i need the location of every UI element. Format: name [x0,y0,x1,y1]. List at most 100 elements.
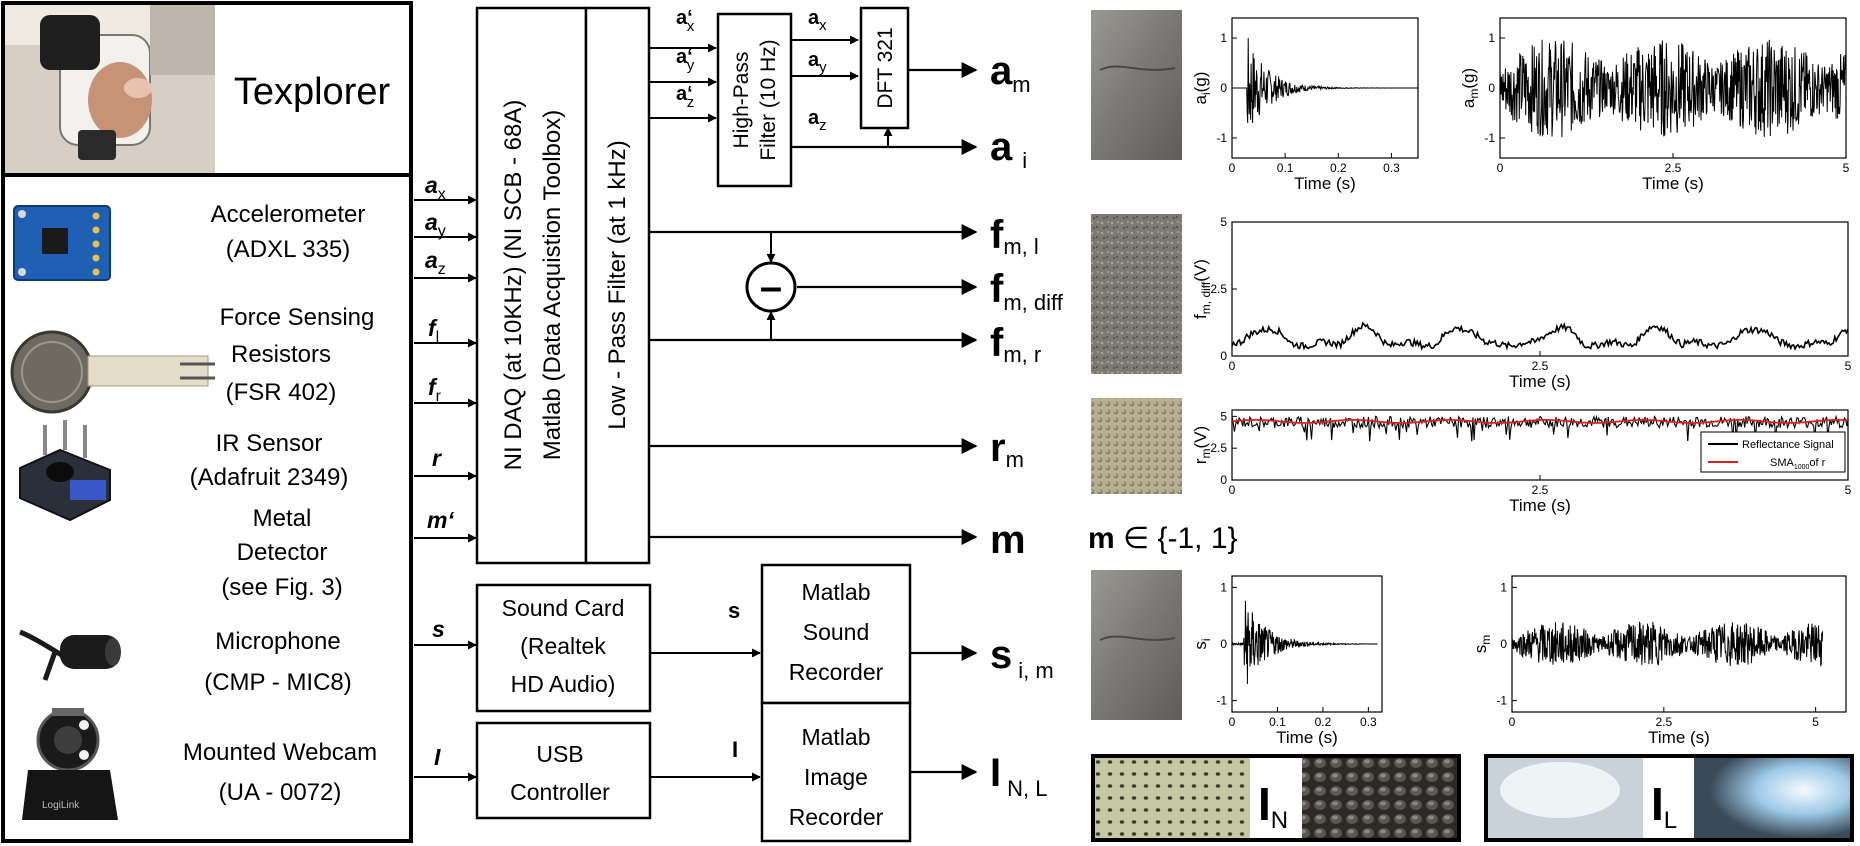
chart-am-ytick-label-0: 1 [1488,31,1495,45]
chart-am-xtick-label-1: 2.5 [1665,161,1682,175]
chart-am-trace [1499,39,1847,138]
chart-ai-trace [1232,37,1418,124]
sensor-label-0: Accelerometer (ADXL 335) [211,201,366,263]
chart-fm-xtick-label-0: 0 [1229,359,1236,373]
legend-reflectance: Reflectance Signal [1742,439,1834,451]
image-recorder-line-0: Matlab [801,724,870,750]
chart-am-ytick-label-1: 0 [1488,81,1495,95]
lowpass-block: Low - Pass Filter (at 1 kHz) [584,6,651,565]
texture-photo-gravel [1091,214,1182,374]
chart-sm-ytick-label-0: 1 [1500,580,1507,594]
chart-fm-xlabel: Time (s) [1509,372,1571,391]
output-m: m [990,518,1026,562]
sensor-0-line-1: (ADXL 335) [226,236,351,263]
soundcard-line-1: (Realtek [520,633,606,659]
output-rm: rm [990,426,1024,472]
microphone [19,629,121,681]
output-fmdiff: fm, diff [990,267,1064,315]
lowpass-label: Low - Pass Filter (at 1 kHz) [604,140,631,429]
signal-ax: ax [425,172,446,203]
chart-si-trace [1231,600,1378,685]
chart-rm-sma-trace [1231,419,1849,424]
sensor-3-line-1: Detector [237,539,328,566]
chart-fm-frame [1231,221,1849,357]
highpass-line-0: High-Pass [730,52,753,149]
chart-ai-ylabel: ai(g) [1191,72,1213,105]
chart-am-xtick-label-2: 5 [1843,161,1850,175]
sensor-0-line-0: Accelerometer [211,201,366,228]
sensor-5-line-0: Mounted Webcam [183,739,377,766]
daq-line-0: NI DAQ (at 10KHz) (NI SCB - 68A) [500,100,527,471]
chart-si-xtick-label-1: 0.1 [1269,715,1286,729]
device-title: Texplorer [234,71,391,113]
sensor-4-line-0: Microphone [215,628,340,655]
texture-photo-smooth-stone [1091,10,1182,160]
image-recorder-line-2: Recorder [789,804,884,830]
hp-in-y: a‘y [676,46,695,74]
chart-am-ytick-label-2: -1 [1484,131,1495,145]
sensor-2-line-0: IR Sensor [216,430,323,457]
sensor-panel: Texplorer [1,1,413,843]
hp-out-z: az [808,107,827,134]
chart-si-xtick-label-3: 0.3 [1360,715,1377,729]
chart-si-ytick-label-1: 0 [1220,637,1227,651]
accelerometer-board [13,205,111,281]
image-leather [1302,758,1457,838]
image-recorder-block: Matlab Image Recorder [760,701,912,843]
chart-rm-reflectance-trace [1231,414,1849,442]
chart-si-ytick-label-2: -1 [1216,694,1227,708]
chart-sm-ytick-label-2: -1 [1496,694,1507,708]
webcam-logo: LogiLink [42,800,80,811]
signal-ay: ay [425,209,446,240]
chart-sm-ytick-label-1: 0 [1500,637,1507,651]
chart-fm-ytick-label-0: 5 [1220,215,1227,229]
daq-block: NI DAQ (at 10KHz) (NI SCB - 68A) Matlab … [475,6,588,565]
hp-input-labels: a‘x a‘y a‘z [676,7,695,111]
hp-in-z: a‘z [676,83,694,111]
sensor-label-2: IR Sensor (Adafruit 2349) [190,430,349,491]
soundcard-line-0: Sound Card [502,595,625,621]
chart-si-xlabel: Time (s) [1276,728,1338,747]
chart-rm-xlabel: Time (s) [1509,496,1571,515]
chart-am-xlabel: Time (s) [1642,174,1704,193]
sensor-1-line-0: Force Sensing [220,304,375,331]
chart-fm-ylabel: fm, diff(V) [1191,259,1213,319]
chart-sm-xlabel: Time (s) [1648,728,1710,747]
chart-rm-xtick-label-1: 2.5 [1532,483,1549,497]
chart-sm-trace [1511,621,1824,667]
chart-ai-ytick-label-1: 0 [1220,81,1227,95]
chart-rm-ytick-label-0: 5 [1220,409,1227,423]
chart-sm-xtick-label-1: 2.5 [1655,715,1672,729]
sensor-3-line-0: Metal [253,505,312,532]
sensor-5-line-1: (UA - 0072) [219,779,342,806]
texplorer-device-photo [5,5,215,173]
chart-si-xtick-label-0: 0 [1229,715,1236,729]
chart-ai-xtick-label-3: 0.3 [1383,161,1400,175]
sound-recorder-line-1: Sound [803,619,870,645]
force-sensor [10,330,215,414]
hp-out-y: ay [808,49,827,76]
subtract-node: – [745,261,797,313]
chart-ai-ytick-label-0: 1 [1220,31,1227,45]
rm-chart-legend: Reflectance Signal SMA1000of r [1700,431,1846,473]
sensor-signal-labels: ax ay az fl fr r m‘ s I [425,172,454,770]
m-domain: m ∈ {-1, 1} [1088,522,1238,555]
chart-ai-ytick-label-2: -1 [1216,131,1227,145]
webcam: LogiLink [22,708,118,820]
signal-fr: fr [428,374,442,405]
image-perforated-sheet [1095,758,1250,838]
chart-rm-xtick-label-0: 0 [1229,483,1236,497]
signal-s: s [432,616,445,642]
output-fmr: fm, r [990,321,1041,367]
chart-sm-xtick-label-2: 5 [1812,715,1819,729]
chart-rm-xtick-label-2: 5 [1845,483,1852,497]
